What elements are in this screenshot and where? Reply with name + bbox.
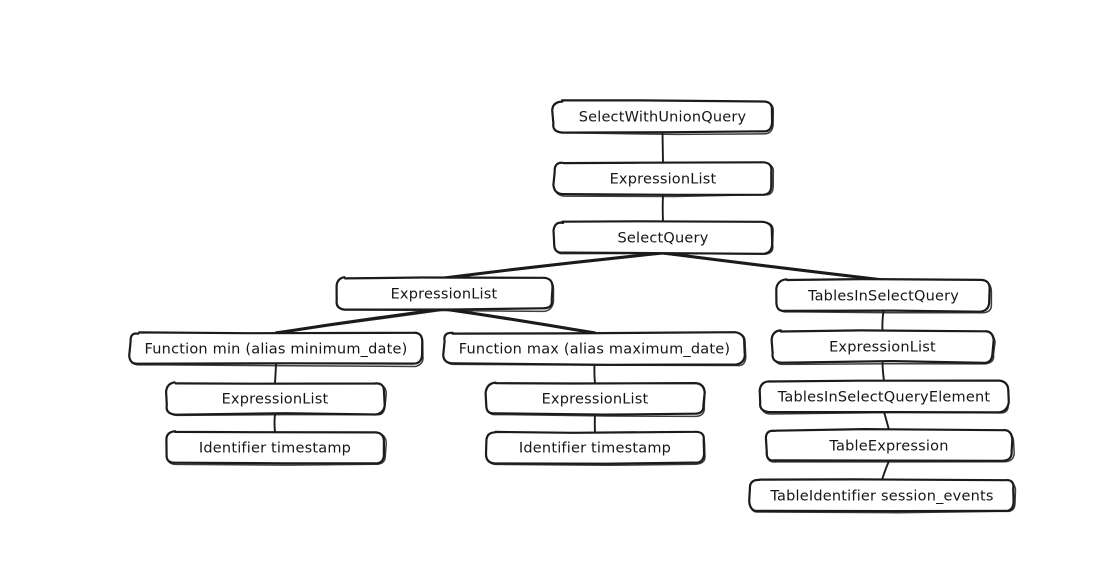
node-outline [335,276,554,311]
tree-node[interactable]: ExpressionList [770,329,996,366]
tree-node[interactable]: Identifier timestamp [165,430,388,466]
tree-node[interactable]: ExpressionList [552,161,775,198]
tree-node[interactable]: SelectWithUnionQuery [551,99,775,136]
node-label: TablesInSelectQueryElement [777,390,991,406]
tree-node[interactable]: TableExpression [764,428,1015,463]
tree-edge [442,251,665,280]
node-outline [552,220,774,255]
node-outline [442,331,746,366]
node-outline [128,331,424,365]
node-outline [551,99,774,134]
tree-edge [661,251,886,282]
tree-node[interactable]: ExpressionList [335,276,555,313]
tree-edge [883,411,890,431]
tree-node[interactable]: Identifier timestamp [484,430,706,467]
node-label: Identifier timestamp [519,441,671,457]
node-outline [764,428,1014,462]
node-outline [748,478,1015,513]
tree-node[interactable]: TablesInSelectQueryElement [758,379,1010,415]
tree-node[interactable]: TableIdentifier session_events [748,478,1017,514]
node-outline [484,430,706,465]
tree-node[interactable]: ExpressionList [484,381,706,418]
node-label: Function min (alias minimum_date) [145,342,408,358]
tree-edge [881,361,885,382]
node-outline [165,430,386,465]
tree-edge [881,460,890,481]
tree-edge [442,307,597,335]
node-outline [770,329,995,364]
tree-node[interactable]: ExpressionList [165,381,388,417]
tree-edge [273,413,276,433]
node-label: Function max (alias maximum_date) [459,342,730,358]
node-label: Identifier timestamp [199,441,351,457]
node-outline [484,381,706,416]
nodes-layer: SelectWithUnionQueryExpressionListSelect… [128,99,1017,514]
tree-edge [881,310,885,332]
node-outline [165,381,386,416]
node-label: SelectQuery [618,231,709,247]
tree-edge [593,363,596,384]
node-outline [758,379,1010,414]
tree-node[interactable]: Function max (alias maximum_date) [442,331,747,367]
node-label: ExpressionList [829,340,936,356]
node-outline [552,161,773,196]
node-label: ExpressionList [222,392,329,408]
tree-edge [274,307,446,335]
tree-node[interactable]: Function min (alias minimum_date) [128,331,424,368]
node-label: SelectWithUnionQuery [579,110,747,126]
node-label: ExpressionList [391,287,498,303]
node-label: ExpressionList [610,172,717,188]
node-label: TablesInSelectQuery [807,289,959,305]
tree-edge [661,131,664,164]
tree-edge [274,363,277,384]
tree-node[interactable]: SelectQuery [552,220,774,255]
node-label: ExpressionList [542,392,649,408]
node-label: TableIdentifier session_events [769,489,993,505]
node-outline [775,278,991,313]
node-label: TableExpression [828,439,948,455]
tree-node[interactable]: TablesInSelectQuery [775,278,993,314]
